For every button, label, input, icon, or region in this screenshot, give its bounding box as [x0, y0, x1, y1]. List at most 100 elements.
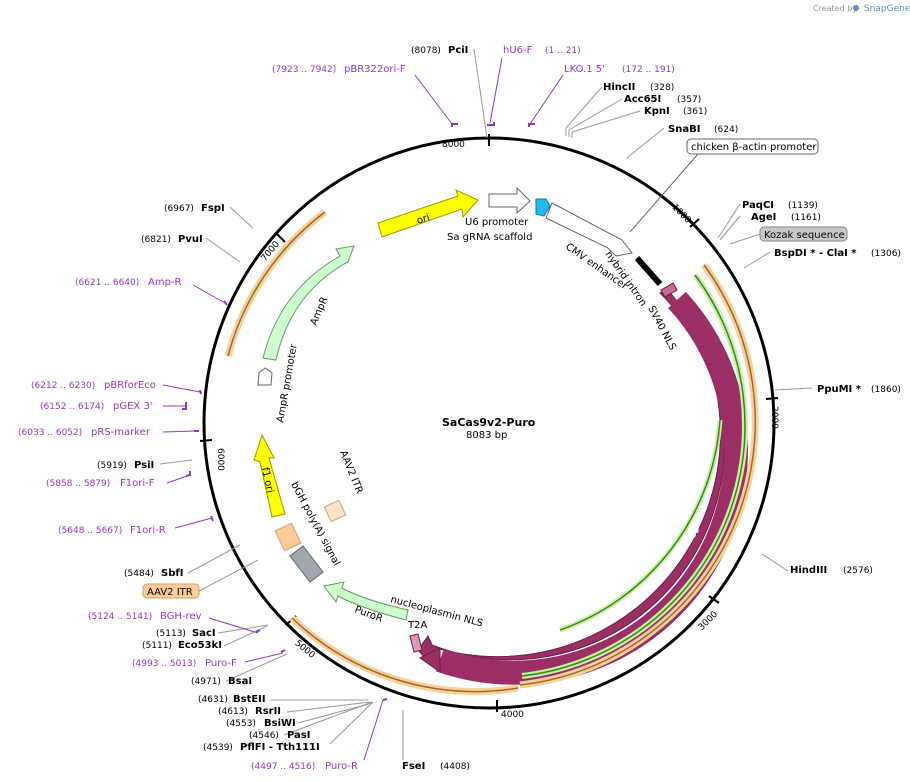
primer-hu6-f[interactable]: hU6-F: [503, 45, 533, 56]
tick-8000: 8000: [442, 140, 465, 150]
aav2-itr-label: AAV2 ITR: [337, 449, 364, 496]
enzyme-bsai[interactable]: BsaI: [228, 676, 252, 687]
enzyme-pos-snabi: (624): [714, 125, 738, 135]
puror-arrow[interactable]: [323, 581, 409, 621]
enzyme-acc65i[interactable]: Acc65I: [624, 94, 661, 105]
created-by-label: Created by: [813, 4, 857, 13]
enzyme-pos-kpni: (361): [683, 107, 707, 117]
enzyme-pos-bsiwi: (4553): [226, 719, 256, 729]
enzyme-kpni[interactable]: KpnI: [644, 106, 670, 117]
enzyme-agei[interactable]: AgeI: [751, 212, 776, 223]
enzyme-bsteii[interactable]: BstEII: [233, 694, 266, 705]
primer-pbrforeco[interactable]: pBRforEco: [104, 380, 156, 391]
ampr-arrow[interactable]: [262, 245, 355, 361]
enzyme-pos-agei: (1161): [791, 213, 821, 223]
aav2-itr-block-small[interactable]: [323, 499, 347, 523]
enzyme-pos-psii: (5919): [97, 461, 127, 471]
primer-pos-hu6-f: (1 .. 21): [545, 46, 581, 56]
primer-bgh-rev[interactable]: BGH-rev: [160, 611, 202, 622]
enzyme-hincii[interactable]: HincII: [603, 82, 635, 93]
enzyme-eco53ki[interactable]: Eco53kI: [178, 640, 222, 651]
enzyme-pos-hincii: (328): [650, 83, 674, 93]
primer-pgex3[interactable]: pGEX 3': [113, 401, 153, 412]
hybrid-intron-block[interactable]: [634, 256, 663, 286]
enzyme-pasi[interactable]: PasI: [287, 730, 310, 741]
enzyme-pos-paqci: (1139): [788, 201, 818, 211]
primer-pos-prs-marker: (6033 .. 6052): [18, 428, 82, 438]
ori-arrow[interactable]: [377, 189, 479, 238]
enzyme-rsrii[interactable]: RsrII: [255, 706, 281, 717]
primer-lko1[interactable]: LKO.1 5': [564, 64, 605, 75]
primer-pos-pgex3: (6152 .. 6174): [40, 402, 104, 412]
primer-puro-f[interactable]: Puro-F: [205, 658, 237, 669]
enzyme-pos-pflfi: (4539): [203, 743, 233, 753]
chicken-actin-promoter-tag[interactable]: chicken β-actin promoter: [686, 138, 819, 155]
primer-puro-r[interactable]: Puro-R: [325, 761, 358, 772]
enzyme-psii[interactable]: PsiI: [134, 460, 154, 471]
svg-text:Kozak sequence: Kozak sequence: [764, 230, 845, 241]
enzyme-pos-eco53ki: (5111): [142, 641, 172, 651]
u6-promoter-arrow[interactable]: [488, 186, 531, 215]
primer-pos-puro-r: (4497 .. 4516): [251, 762, 315, 772]
enzyme-pos-bsai: (4971): [191, 677, 221, 687]
primer-pos-lko1: (172 .. 191): [622, 65, 675, 75]
primer-pos-puro-f: (4993 .. 5013): [132, 659, 196, 669]
aav2-itr-block-inner[interactable]: [274, 522, 302, 552]
enzyme-bsiwi[interactable]: BsiWI: [264, 718, 296, 729]
bgh-polya-block[interactable]: [289, 545, 324, 583]
aav2-itr-tag[interactable]: AAV2 ITR: [142, 583, 200, 599]
enzyme-pflfi-tth111i[interactable]: PflFI - Tth111I: [240, 742, 320, 753]
primer-pos-f1ori-f: (5858 .. 5879): [46, 479, 110, 489]
primer-pbr322ori-f[interactable]: pBR322ori-F: [344, 64, 406, 75]
enzyme-pos-sbfi: (5484): [124, 569, 154, 579]
chicken-actin-leader: [629, 153, 699, 233]
enzyme-pos-pasi: (4546): [249, 731, 279, 741]
f1-ori-label: f1 ori: [259, 466, 275, 494]
kozak-sequence-tag[interactable]: Kozak sequence: [759, 226, 848, 242]
enzyme-hindiii[interactable]: HindIII: [790, 565, 827, 576]
primer-amp-r[interactable]: Amp-R: [148, 277, 182, 288]
enzyme-pcii[interactable]: PciI: [448, 45, 468, 56]
enzyme-paqci[interactable]: PaqCI: [742, 200, 774, 211]
enzyme-pvui[interactable]: PvuI: [178, 234, 203, 245]
u6-promoter-label: U6 promoter: [465, 217, 529, 228]
enzyme-pos-fsei: (4408): [440, 762, 470, 772]
enzyme-bspdi-clai[interactable]: BspDI * - ClaI *: [774, 248, 857, 259]
cmv-enhancer-arrow[interactable]: [545, 202, 633, 257]
enzyme-ppumi[interactable]: PpuMI *: [817, 384, 862, 395]
enzyme-pos-pvui: (6821): [141, 235, 171, 245]
sv40-nls-block[interactable]: [660, 282, 678, 298]
primer-pos-f1ori-r: (5648 .. 5667): [58, 526, 122, 536]
enzyme-snabi[interactable]: SnaBI: [668, 124, 700, 135]
primer-prs-marker[interactable]: pRS-marker: [91, 427, 151, 438]
enzyme-saci[interactable]: SacI: [192, 628, 216, 639]
enzyme-fspi[interactable]: FspI: [201, 203, 225, 214]
t2a-label: T2A: [407, 620, 427, 631]
ori-label: ori: [416, 212, 432, 226]
ampr-promoter-arrow[interactable]: [257, 367, 273, 386]
enzyme-sbfi[interactable]: SbfI: [161, 568, 183, 579]
enzyme-pos-fspi: (6967): [164, 204, 194, 214]
snapgene-brand-label: SnapGene: [864, 4, 910, 14]
ampr-label: AmpR: [309, 295, 331, 327]
tick-marks: [199, 134, 779, 712]
sa-scaffold-block[interactable]: [535, 198, 551, 217]
f1-ori-arrow[interactable]: [253, 433, 286, 518]
enzyme-fsei[interactable]: FseI: [402, 761, 425, 772]
svg-text:AAV2 ITR: AAV2 ITR: [147, 587, 193, 598]
orf-line-green-inner: [559, 419, 723, 633]
enzyme-pos-acc65i: (357): [677, 95, 701, 105]
primer-f1ori-r[interactable]: F1ori-R: [130, 525, 166, 536]
sa-scaffold-label: Sa gRNA scaffold: [447, 232, 532, 243]
enzyme-pos-saci: (5113): [156, 629, 186, 639]
primer-pos-bgh-rev: (5124 .. 5141): [88, 612, 152, 622]
t2a-block[interactable]: [409, 633, 423, 653]
tick-4000: 4000: [501, 710, 524, 720]
tick-2000: 2000: [769, 406, 779, 429]
aav2-itr-leader: [198, 559, 259, 592]
ampr-promoter-label: AmpR promoter: [275, 342, 300, 423]
enzyme-pos-pcii: (8078): [411, 46, 441, 56]
primer-f1ori-f[interactable]: F1ori-F: [120, 478, 155, 489]
plasmid-size: 8083 bp: [466, 430, 507, 441]
